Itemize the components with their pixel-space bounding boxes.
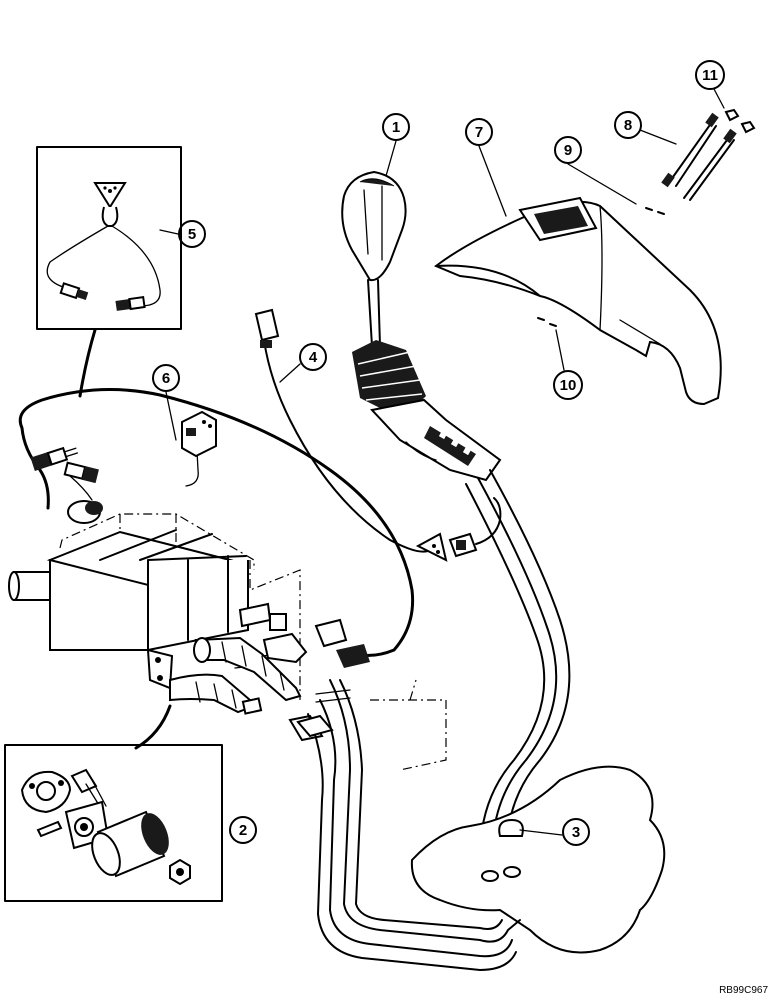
callout-3: 3 bbox=[562, 818, 590, 846]
callout-11-label: 11 bbox=[702, 67, 718, 84]
harness-connector-block-icon bbox=[181, 410, 217, 458]
detail-box-harness-adapter bbox=[36, 146, 182, 330]
detail-box-valve-fitting bbox=[4, 744, 223, 902]
callout-6-label: 6 bbox=[162, 370, 170, 387]
bolt-icon bbox=[70, 768, 107, 811]
flange-gasket-icon bbox=[20, 770, 72, 814]
callout-8-label: 8 bbox=[624, 117, 632, 134]
callout-1-label: 1 bbox=[392, 119, 400, 136]
leader-5 bbox=[78, 328, 97, 398]
adapter-plug-left-icon bbox=[59, 282, 89, 300]
fastener-pieces-9 bbox=[645, 207, 665, 215]
callout-9: 9 bbox=[554, 136, 582, 164]
callout-5-label: 5 bbox=[188, 226, 196, 243]
reference-code: RB99C967 bbox=[719, 985, 768, 996]
callout-4-label: 4 bbox=[309, 349, 318, 366]
adapter-plug-right-icon bbox=[115, 295, 146, 311]
harness-end-plug-icon bbox=[314, 618, 370, 668]
joystick-handle bbox=[341, 170, 407, 347]
fastener-pieces-10 bbox=[537, 317, 557, 327]
dashed-frame-right bbox=[370, 679, 447, 771]
triangle-connector-icon bbox=[93, 182, 127, 209]
leader-2 bbox=[134, 704, 172, 750]
leader-lines bbox=[159, 88, 725, 836]
cable-triangle-plug-icon bbox=[415, 532, 478, 562]
joystick-base bbox=[370, 398, 502, 482]
joystick-cable-4 bbox=[254, 308, 502, 562]
hydraulic-tubes bbox=[296, 679, 521, 971]
nut-icon bbox=[169, 858, 191, 886]
callout-3-label: 3 bbox=[572, 824, 580, 841]
callout-9-label: 9 bbox=[564, 142, 572, 159]
callout-6: 6 bbox=[152, 364, 180, 392]
sleeve-icon bbox=[91, 810, 169, 878]
callout-5: 5 bbox=[178, 220, 206, 248]
joystick-hoses bbox=[465, 469, 571, 831]
pin-icon bbox=[36, 820, 63, 838]
studs-8 bbox=[661, 112, 737, 201]
harness-plug-right-icon bbox=[63, 461, 99, 484]
joystick-boot bbox=[352, 340, 426, 410]
callout-1: 1 bbox=[382, 113, 410, 141]
callout-10: 10 bbox=[553, 370, 583, 400]
callout-7: 7 bbox=[465, 118, 493, 146]
callout-7-label: 7 bbox=[475, 124, 483, 141]
callout-10-label: 10 bbox=[560, 377, 577, 394]
cable-top-plug-icon bbox=[254, 308, 280, 348]
callout-11: 11 bbox=[695, 60, 725, 90]
wiring-harness bbox=[18, 388, 415, 668]
floor-plate bbox=[410, 765, 666, 954]
callout-2: 2 bbox=[229, 816, 257, 844]
console-cover bbox=[434, 196, 722, 406]
harness-sensor-plug-icon bbox=[67, 500, 103, 524]
callout-4: 4 bbox=[299, 343, 327, 371]
harness-plug-left-icon bbox=[30, 446, 79, 471]
callout-8: 8 bbox=[614, 111, 642, 139]
hydraulic-valve-block bbox=[8, 513, 301, 700]
nuts-11 bbox=[724, 108, 756, 134]
callout-2-label: 2 bbox=[239, 822, 247, 839]
